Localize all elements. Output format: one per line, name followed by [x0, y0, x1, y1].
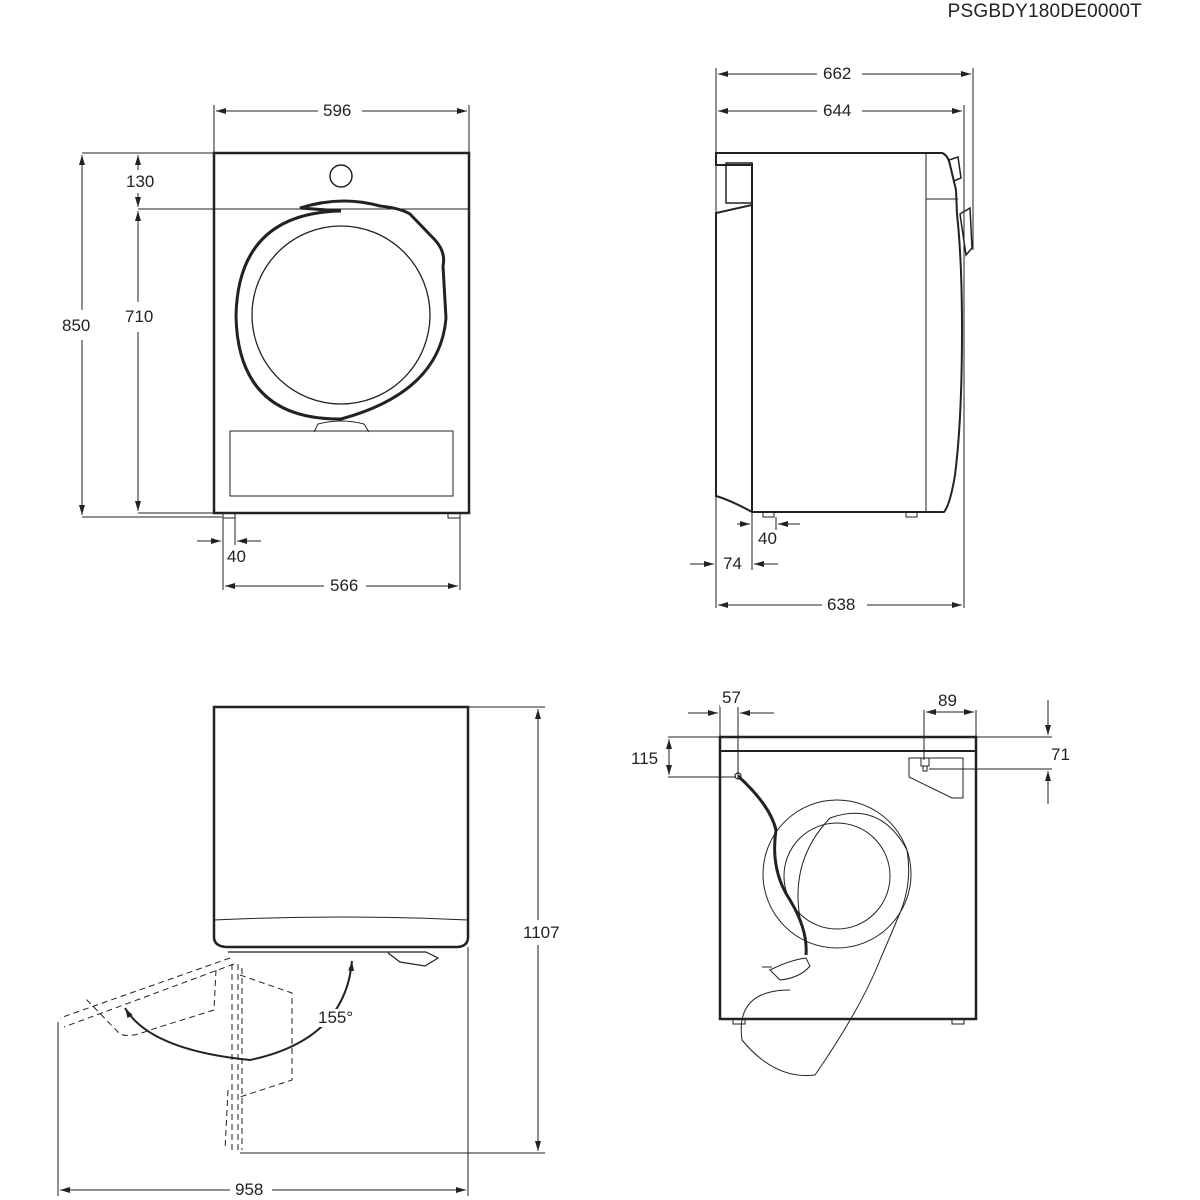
front-feet-span-label: 566: [328, 576, 361, 595]
front-panel-height-label: 130: [124, 172, 157, 191]
top-width-label: 958: [233, 1180, 266, 1199]
side-dimensions: [690, 68, 974, 608]
front-foot-offset-label: 40: [225, 547, 248, 566]
door-angle-label: 155°: [316, 1008, 356, 1027]
front-width-label: 596: [321, 101, 354, 120]
rear-view: [718, 735, 978, 1077]
top-view: [59, 705, 470, 1151]
rear-outlet-x-label: 89: [936, 691, 959, 710]
side-foot-width-label: 40: [756, 529, 779, 548]
top-dimensions: [57, 706, 545, 1196]
front-view: [212, 151, 471, 519]
rear-cable-y-label: 115: [629, 749, 661, 768]
model-code: PSGBDY180DE0000T: [947, 1, 1142, 22]
side-depth-total-label: 662: [821, 64, 854, 83]
front-height-label: 850: [60, 316, 93, 335]
top-depth-label: 1107: [521, 923, 562, 942]
front-body-height-label: 710: [123, 307, 156, 326]
side-depth-base-label: 638: [825, 595, 858, 614]
front-dimensions: [79, 105, 470, 590]
side-foot-offset-label: 74: [721, 554, 744, 573]
rear-outlet-y-label: 71: [1049, 745, 1072, 764]
rear-cable-x-label: 57: [720, 688, 743, 707]
rear-dimensions: [666, 700, 1052, 804]
side-depth-body-label: 644: [821, 101, 854, 120]
side-view: [715, 152, 973, 518]
